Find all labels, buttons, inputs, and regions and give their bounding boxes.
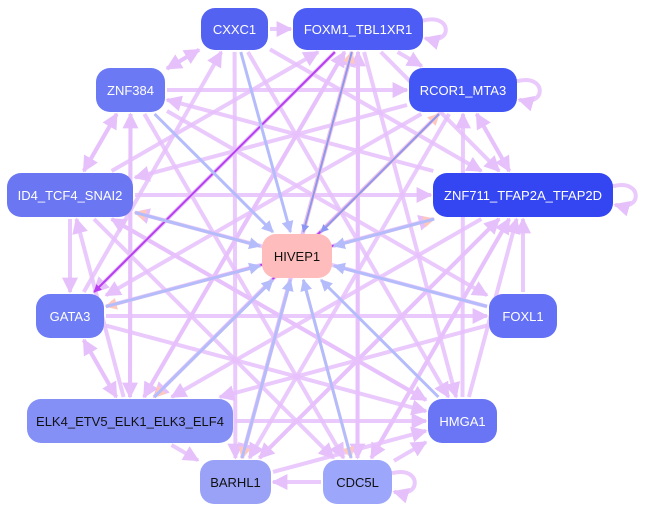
node-gata3[interactable]: GATA3 xyxy=(36,294,104,338)
edge-gata3-to-cxxc1 xyxy=(82,50,224,293)
edge-hmga1-to-hivep1 xyxy=(320,278,440,399)
edge-cdc5l-to-cdc5l xyxy=(391,470,417,504)
node-label: HIVEP1 xyxy=(273,248,321,264)
edge-foxl1-to-elk4_etv5_elk1_elk3_elf4 xyxy=(218,323,488,402)
edge-barhl1-to-hivep1 xyxy=(240,278,294,459)
edge-cxxc1-to-hmga1 xyxy=(246,50,451,399)
node-label: FOXL1 xyxy=(502,308,544,324)
edge-cxxc1-to-hivep1 xyxy=(239,51,294,234)
edge-gata3-to-hivep1 xyxy=(105,262,262,308)
edge-rcor1_mta3-to-barhl1 xyxy=(247,112,451,460)
edge-rcor1_mta3-to-rcor1_mta3 xyxy=(516,78,542,112)
node-label: HMGA1 xyxy=(439,413,486,429)
node-label: ZNF384 xyxy=(107,82,154,98)
node-label: CDC5L xyxy=(336,474,379,490)
edge-elk4_etv5_elk1_elk3_elf4-to-foxm1_tbl1xr1 xyxy=(142,50,347,399)
edge-elk4_etv5_elk1_elk3_elf4-to-hivep1 xyxy=(153,278,274,399)
edge-cdc5l-to-hmga1 xyxy=(392,440,428,463)
node-hmga1[interactable]: HMGA1 xyxy=(428,399,497,443)
node-barhl1[interactable]: BARHL1 xyxy=(200,460,271,504)
node-hivep1[interactable]: HIVEP1 xyxy=(262,234,332,278)
node-label: ID4_TCF4_SNAI2 xyxy=(17,187,123,203)
node-znf711-tfap2a-tfap2d[interactable]: ZNF711_TFAP2A_TFAP2D xyxy=(433,173,613,217)
edge-cdc5l-to-foxm1_tbl1xr1 xyxy=(349,50,366,459)
edge-znf384-to-cdc5l xyxy=(142,112,346,460)
edge-foxl1-to-hivep1 xyxy=(332,262,488,308)
edge-foxm1_tbl1xr1-to-hivep1 xyxy=(301,51,353,233)
node-label: ELK4_ETV5_ELK1_ELK3_ELF4 xyxy=(36,413,224,429)
edge-znf711_tfap2a_tfap2d-to-znf384 xyxy=(165,95,434,173)
edge-id4_tcf4_snai2-to-znf384 xyxy=(82,112,119,172)
edge-hmga1-to-id4_tcf4_snai2 xyxy=(110,217,427,402)
node-foxl1[interactable]: FOXL1 xyxy=(489,294,557,338)
node-label: ZNF711_TFAP2A_TFAP2D xyxy=(444,187,602,203)
edge-rcor1_mta3-to-id4_tcf4_snai2 xyxy=(133,103,408,182)
edge-cxxc1-to-barhl1 xyxy=(227,51,244,460)
edge-foxm1_tbl1xr1-to-foxm1_tbl1xr1 xyxy=(422,17,448,50)
node-foxm1-tbl1xr1[interactable]: FOXM1_TBL1XR1 xyxy=(293,8,423,50)
edge-znf711_tfap2a_tfap2d-to-elk4_etv5_elk1_elk3_elf4 xyxy=(170,217,483,399)
node-label: GATA3 xyxy=(49,308,91,324)
edge-rcor1_mta3-to-hivep1 xyxy=(320,113,440,233)
node-label: BARHL1 xyxy=(210,474,261,490)
node-rcor1-mta3[interactable]: RCOR1_MTA3 xyxy=(409,68,517,112)
edge-znf711_tfap2a_tfap2d-to-hivep1 xyxy=(332,217,435,249)
edge-id4_tcf4_snai2-to-hivep1 xyxy=(134,211,262,250)
node-label: RCOR1_MTA3 xyxy=(419,82,507,98)
edge-cxxc1-to-znf711_tfap2a_tfap2d xyxy=(269,47,483,173)
edge-znf384-to-foxl1 xyxy=(166,109,489,298)
node-cdc5l[interactable]: CDC5L xyxy=(323,460,392,504)
edge-foxm1_tbl1xr1-to-rcor1_mta3 xyxy=(396,50,424,68)
node-id4-tcf4-snai2[interactable]: ID4_TCF4_SNAI2 xyxy=(7,173,133,217)
edge-rcor1_mta3-to-gata3 xyxy=(104,112,423,298)
node-elk4-etv5-elk1-elk3-elf4[interactable]: ELK4_ETV5_ELK1_ELK3_ELF4 xyxy=(27,399,233,443)
node-znf384[interactable]: ZNF384 xyxy=(96,68,165,112)
edge-cxxc1-to-znf384 xyxy=(165,48,201,71)
node-label: CXXC1 xyxy=(212,21,257,37)
node-cxxc1[interactable]: CXXC1 xyxy=(201,8,268,50)
edge-znf711_tfap2a_tfap2d-to-znf711_tfap2a_tfap2d xyxy=(612,183,638,217)
edges-layer xyxy=(62,17,638,504)
edge-znf384-to-hivep1 xyxy=(153,112,274,234)
edge-elk4_etv5_elk1_elk3_elf4-to-gata3 xyxy=(81,338,119,398)
edge-znf711_tfap2a_tfap2d-to-rcor1_mta3 xyxy=(474,112,512,172)
edge-elk4_etv5_elk1_elk3_elf4-to-barhl1 xyxy=(170,443,200,463)
node-label: FOXM1_TBL1XR1 xyxy=(303,21,413,37)
edge-cdc5l-to-hivep1 xyxy=(300,278,353,459)
